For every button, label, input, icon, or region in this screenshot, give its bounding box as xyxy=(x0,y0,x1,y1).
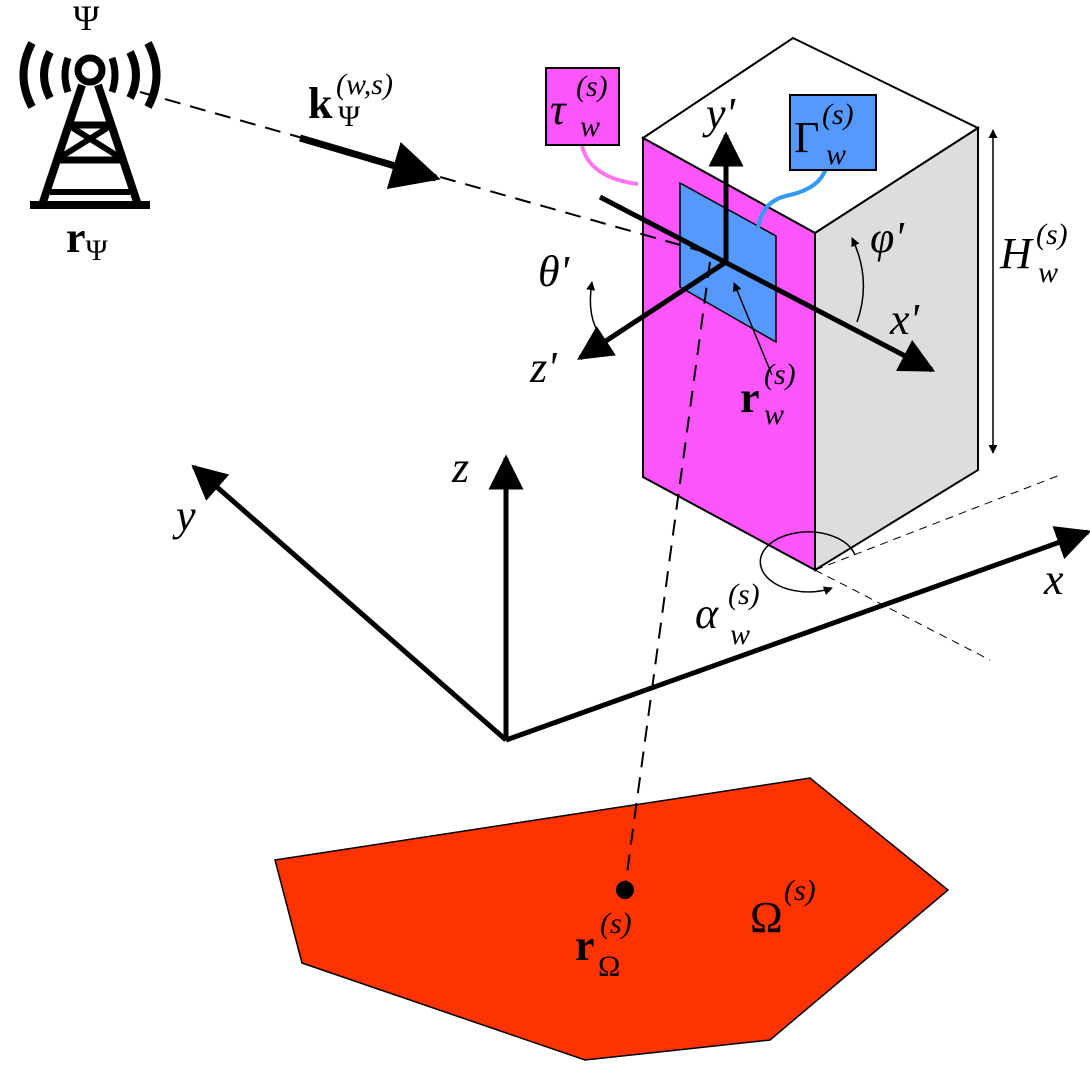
r-w-pointer-arrow xyxy=(732,282,773,376)
local-axis-z xyxy=(577,259,728,361)
alpha-label-base: α xyxy=(695,589,719,638)
r-omega-label-base: r xyxy=(575,921,595,970)
base-extension-line-1 xyxy=(814,474,1061,571)
omega-region-label-sup: (s) xyxy=(784,874,816,907)
alpha-angle-arc xyxy=(759,531,856,595)
local-axis-z-label: z' xyxy=(529,343,558,392)
r-w-label-base: r xyxy=(740,373,760,422)
height-label-sup: (s) xyxy=(1036,218,1068,251)
patch-to-ground-dashed xyxy=(624,261,711,889)
theta-angle-arc xyxy=(586,281,603,339)
r-omega-label-sup: (s) xyxy=(600,907,632,940)
r-w-label-sub: w xyxy=(764,398,784,431)
alpha-label-sub: w xyxy=(730,618,750,651)
global-axis-y-label: y xyxy=(172,491,196,540)
k-base: k xyxy=(308,79,333,128)
global-axis-z-label: z xyxy=(451,443,469,492)
r-omega-label-sub: Ω xyxy=(598,950,620,983)
local-axis-y-label: y' xyxy=(702,89,737,138)
omega-region-label-base: Ω xyxy=(750,893,783,942)
local-axis-x-label: x' xyxy=(889,295,921,344)
tau-label-sup: (s) xyxy=(576,70,608,103)
local-axis-x xyxy=(598,194,936,373)
global-axis-x-label: x xyxy=(1043,555,1064,604)
gamma-label-base: Γ xyxy=(794,113,819,162)
tau-connector xyxy=(580,145,639,186)
ground-region-omega xyxy=(274,777,950,1061)
global-axis-y xyxy=(191,464,508,742)
tau-label-sub: w xyxy=(580,110,600,143)
wave-vector-arrow xyxy=(299,134,441,190)
wave-vector-sub: Ψ xyxy=(338,100,361,133)
r-psi-base: r xyxy=(66,213,86,262)
transmitter-position-label: rΨ xyxy=(66,213,109,267)
gamma-connector xyxy=(756,167,828,229)
gamma-label-box xyxy=(789,94,877,171)
tau-label-box xyxy=(545,67,620,146)
gamma-label-sup: (s) xyxy=(822,98,854,131)
global-axis-x xyxy=(505,526,1090,743)
wave-vector-sup: (w,s) xyxy=(336,68,393,101)
base-extension-line-2 xyxy=(814,569,991,661)
transmitter-symbol: Ψ xyxy=(73,0,100,38)
gamma-label-sub: w xyxy=(826,138,846,171)
phi-label: φ' xyxy=(870,213,905,262)
theta-label: θ' xyxy=(538,247,571,296)
height-label-base: H xyxy=(999,229,1034,278)
antenna-tower-icon xyxy=(19,41,161,209)
ground-point-r-omega xyxy=(616,881,634,899)
wave-vector-label: k xyxy=(308,79,333,128)
alpha-label-sup: (s) xyxy=(728,578,760,611)
height-label-sub: w xyxy=(1038,256,1058,289)
r-w-label-sup: (s) xyxy=(764,358,796,391)
r-psi-sub: Ψ xyxy=(86,234,109,267)
tau-label-base: τ xyxy=(550,85,568,134)
phi-angle-arc xyxy=(851,237,865,323)
